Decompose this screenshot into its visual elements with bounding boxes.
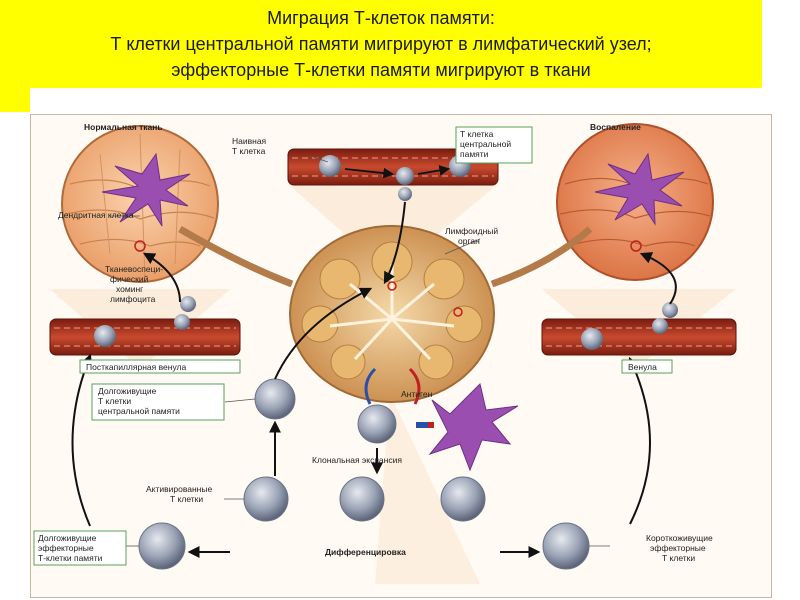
venule-cell-right [581,328,603,350]
arrow-to-inflammation [639,252,677,305]
label-tcm-2: центральной [460,139,511,149]
title-banner-tail [0,88,30,112]
node-vein [364,367,377,405]
label-long-eff-1: Долгоживущие [38,533,97,543]
label-lymph-2: орган [458,236,480,246]
label-short-eff-1: Короткоживущие [646,533,713,543]
title-line-3: эффекторные Т-клетки памяти мигрируют в … [171,60,591,80]
label-inflammation: Воспаление [590,122,641,132]
antigen-receptor-icon [428,422,434,428]
tcm-label-box [455,126,533,164]
long-eff-label-box [33,530,127,566]
arrow-short-to-venule [628,356,651,525]
label-antigen: Антиген [401,389,433,399]
antigen-presented-t-cell [357,404,397,444]
antigen-icon [416,422,430,428]
leader-naive [309,155,329,163]
short-lived-effector-cell [542,522,590,570]
lymph-vessel-left [178,225,294,288]
activated-t-cell-1 [243,476,289,522]
label-dendritic-cell: Дендритная клетка [58,210,134,220]
dendritic-cell-normal [101,152,191,227]
label-long-cm-3: центральной памяти [98,406,180,416]
label-lymph-1: Лимфоидный [445,226,498,236]
activated-t-cell-3 [440,476,486,522]
label-postcap: Посткапиллярная венула [86,362,186,372]
extravasating-cell-right [652,302,678,334]
label-long-eff-2: эффекторные [38,543,94,553]
antigen-presenting-cell [428,383,519,472]
arrow-vessel-to-tcm [417,165,451,176]
long-lived-effector-cell [138,522,186,570]
central-memory-cell [254,378,296,420]
postcap-label-box [79,359,241,374]
leader-lymph [444,238,481,255]
lymph-vessel-right [490,226,593,288]
label-homing-3: хоминг [116,284,143,294]
arrow-to-normal-tissue [142,252,181,303]
exit-point-normal [134,240,146,252]
arrow-cm-to-node [274,287,373,380]
arrow-naive-to-vessel [344,167,395,179]
venule-label-box [621,359,673,374]
label-long-cm-2: Т клетки [98,396,131,406]
label-clonal: Клональная экспансия [312,455,402,465]
naive-t-cell [319,155,341,177]
label-activated-1: Активированные [146,484,212,494]
node-entry-point-2 [453,307,463,317]
label-tcm-3: памяти [460,149,489,159]
title-line-2: Т клетки центральной памяти мигрируют в … [110,34,652,54]
venule-cell-left [94,325,116,347]
dendritic-cell-inflammation [594,152,685,226]
title-banner [0,0,762,88]
zoom-cone-bottom [375,394,480,584]
extravasating-cell-top [396,167,414,201]
label-short-eff-3: Т клетки [662,553,695,563]
label-homing-4: лимфоцита [110,294,156,304]
label-differentiation: Дифференцировка [325,547,406,557]
lymph-node [289,225,495,403]
label-activated-2: Т клетки [170,494,203,504]
node-artery [408,367,421,405]
label-venule: Венула [628,362,657,372]
label-long-eff-3: Т-клетки памяти [38,553,103,563]
exit-point-inflammation [630,240,642,252]
label-long-cm-1: Долгоживущие [98,386,157,396]
label-short-eff-2: эффекторные [650,543,706,553]
arrow-tcm-to-node [383,201,406,285]
postcapillary-venule [49,318,241,356]
t-cell-migration-diagram: Нормальная ткань Дендритная клетка Наивн… [30,114,772,598]
label-naive-1: Наивная [232,136,267,146]
activated-t-cell-2 [339,476,385,522]
title-line-1: Миграция Т-клеток памяти: [267,8,495,28]
label-naive-2: Т клетка [232,146,266,156]
long-cm-label-box [91,383,225,421]
label-homing-1: Тканевоспеци- [105,264,163,274]
extravasating-cell-left [174,296,196,330]
label-normal-tissue: Нормальная ткань [84,122,163,132]
label-tcm-1: Т клетка [460,129,494,139]
leader-long-cm [224,398,256,403]
label-homing-2: фический [110,274,149,284]
arrow-effector-to-venule [71,353,93,527]
venule-right [541,318,737,356]
